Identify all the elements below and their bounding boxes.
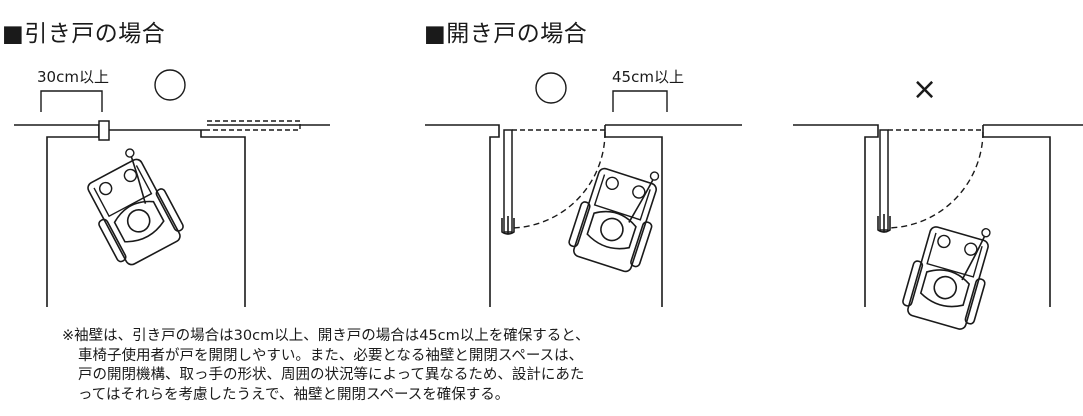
note-text: ※袖壁は、引き戸の場合は30cm以上、開き戸の場合は45cm以上を確保すると、 … (62, 327, 742, 405)
hinged-ok-mark (535, 72, 567, 104)
hinged-door-ng-diagram: × (793, 72, 1083, 334)
wheelchair-user-icon (898, 211, 1001, 334)
wheelchair-user-icon (564, 152, 669, 276)
sliding-wall-dimension-label: 30cm以上 (37, 68, 109, 86)
hinged-wall-dimension-label: 45cm以上 (612, 68, 684, 86)
sliding-ok-mark (154, 69, 186, 101)
hinged-door-ok-diagram: 45cm以上 (425, 68, 742, 307)
note-line-4: ってはそれらを考慮したうえで、袖壁と開閉スペースを確保する。 (78, 386, 510, 403)
wheelchair-user-icon (73, 142, 190, 271)
hinged-door-heading: ■開き戸の場合 (424, 21, 588, 47)
note-line-3: 戸の開閉機構、取っ手の形状、周囲の状況等によって異なるため、設計にあた (78, 367, 585, 383)
sliding-door-heading: ■引き戸の場合 (2, 21, 166, 47)
hinged-ng-mark: × (912, 72, 937, 107)
sliding-door-diagram: 30cm以上 (14, 68, 330, 307)
note-line-1: ※袖壁は、引き戸の場合は30cm以上、開き戸の場合は45cm以上を確保すると、 (62, 328, 590, 344)
note-line-2: 車椅子使用者が戸を開閉しやすい。また、必要となる袖壁と開閉スペースは、 (78, 347, 584, 364)
